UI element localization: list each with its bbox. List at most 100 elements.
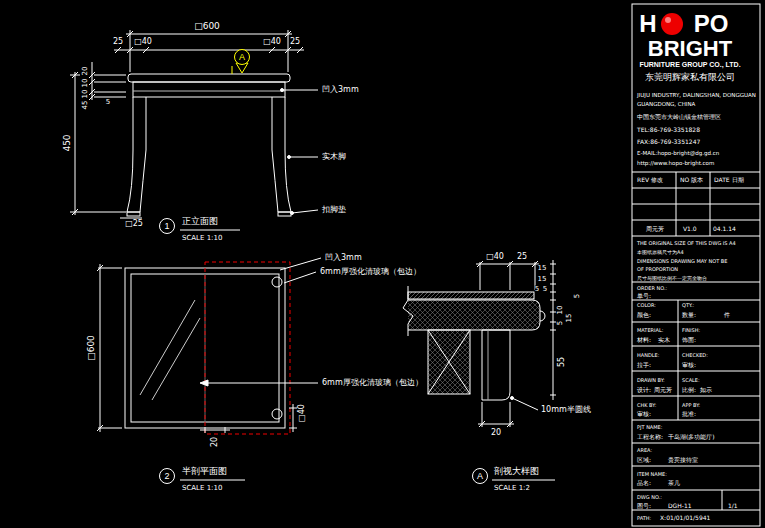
title-block-text: 1/1 <box>728 503 738 509</box>
title-block-text: HANDLE: <box>637 353 659 358</box>
title-block-text: 图号: <box>637 503 651 509</box>
title-block-text: DIMENSIONS DRAWING MAY NOT BE <box>637 259 727 264</box>
title-block-text: 件 <box>724 312 730 318</box>
dimension-text: 10 <box>82 79 89 88</box>
dimension-text: 45 <box>82 101 89 110</box>
title-block-text: AREA: <box>637 448 652 453</box>
callout-bubble: A <box>234 49 250 65</box>
callout-bubble: 2 <box>159 468 175 484</box>
title-block-text: V1.0 <box>683 226 697 232</box>
drawing-line <box>282 90 318 91</box>
dimension-text: 20 <box>491 429 501 437</box>
drawing-path <box>632 172 760 510</box>
drawing-rect <box>127 212 140 216</box>
title-block-text: 中国东莞市大岭山镇金桔管理区 <box>637 114 721 120</box>
dimension-text: 5 <box>557 321 564 325</box>
dimension-text: 450 <box>63 134 72 151</box>
callout-note: 6mm厚强化清玻璃（包边） <box>322 379 423 387</box>
title-block-text: 04.1.14 <box>713 226 736 232</box>
drawing-line <box>512 398 538 410</box>
drawing-rect <box>128 74 290 82</box>
drawing-line <box>152 318 200 400</box>
dimension-text: 20 <box>211 437 219 447</box>
drawing-line <box>284 272 316 283</box>
drawing-path <box>477 261 538 267</box>
drawing-circle <box>665 17 671 23</box>
title-block-text: 设计: <box>637 387 651 393</box>
drawing-path <box>289 408 297 428</box>
drawing-rect <box>278 212 291 216</box>
drawing-path <box>89 72 95 100</box>
title-block-text: 审核: <box>637 411 651 417</box>
drawing-rect <box>133 82 285 97</box>
title-block-text: 周元芳 <box>654 387 672 393</box>
dimension-text: □600 <box>87 335 96 361</box>
title-block-text: CHK BY: <box>637 403 656 408</box>
title-block-text: 批准: <box>682 411 696 417</box>
drawing-rect <box>205 262 290 434</box>
title-block-text: ITEM NAME: <box>637 472 667 477</box>
drawing-line <box>478 424 514 425</box>
title-block-text: NO 版本 <box>680 177 703 183</box>
scale-text: SCALE 1:10 <box>182 235 222 242</box>
title-block-text: JIUJU INDUSTRY, DALINGSHAN, DONGGUAN <box>637 93 756 99</box>
title-block-text: COLOR: <box>637 303 656 308</box>
drawing-rect <box>428 330 470 394</box>
callout-note: 扣脚垫 <box>322 206 346 214</box>
dimension-text: 5 <box>535 286 539 293</box>
scale-text: SCALE 1:2 <box>494 485 530 492</box>
drawing-polygon <box>200 380 208 386</box>
drawing-line <box>130 30 131 72</box>
drawing-circle <box>661 13 683 35</box>
dimension-text: 15 <box>566 314 573 323</box>
dimension-text: □25 <box>125 220 143 228</box>
drawing-line <box>133 91 285 92</box>
drawing-circle <box>511 397 514 400</box>
title-block-text: 工程名称: <box>637 434 663 440</box>
dimension-text: □40 <box>263 38 281 46</box>
dimension-text: 25 <box>113 38 123 46</box>
callout-number: A <box>477 472 483 481</box>
title-block-text: TEL:86-769-3351828 <box>637 127 700 133</box>
drawing-line <box>476 264 539 265</box>
drawing-path <box>540 311 545 321</box>
title-block-text: MATERIAL: <box>637 328 663 333</box>
drawing-circle <box>288 156 291 159</box>
dimension-text: 5 <box>543 286 547 293</box>
drawing-line <box>100 264 101 432</box>
drawing-line <box>126 34 292 35</box>
drawing-path <box>479 402 513 427</box>
callout-bubble: A <box>472 468 488 484</box>
title-block-text: 区域: <box>637 457 651 463</box>
logo-text: BRIGHT <box>648 38 732 60</box>
callout-number: A <box>239 53 245 62</box>
title-block-text: DWG NO.: <box>637 495 662 500</box>
title-block-text: 周元芳 <box>646 226 664 232</box>
drawing-line <box>180 480 245 481</box>
title-block-text: 饰面: <box>682 337 696 343</box>
title-block-text: 颜色: <box>637 312 651 318</box>
title-block-text: 材料: <box>637 337 651 343</box>
drawing-line <box>120 218 142 219</box>
dimension-text: 55 <box>558 357 566 367</box>
drawing-path <box>127 97 146 212</box>
logo-text: 东莞明辉家私有限公司 <box>645 73 735 82</box>
title-block-text: FINISH: <box>682 328 700 333</box>
title-block-text: 贵宾接待室 <box>668 457 698 463</box>
drawing-rect <box>632 4 760 526</box>
drawing-path <box>403 286 413 336</box>
drawing-circle <box>281 89 284 92</box>
drawing-line <box>232 66 233 74</box>
title-block-text: 千岛湖(多功能厅) <box>668 434 715 440</box>
title-block-text: 拉手: <box>637 362 651 368</box>
drawing-line <box>480 262 481 290</box>
scale-text: SCALE 1:10 <box>182 485 222 492</box>
drawing-line <box>510 262 511 290</box>
title-block-text: 审核: <box>682 362 696 368</box>
title-block-text: 比例: <box>682 387 696 393</box>
drawing-rect <box>408 292 534 299</box>
callout-note: 实木脚 <box>322 153 346 161</box>
logo-text: H <box>639 12 656 36</box>
title-block-text: GUANGDONG, CHINA <box>637 102 695 108</box>
